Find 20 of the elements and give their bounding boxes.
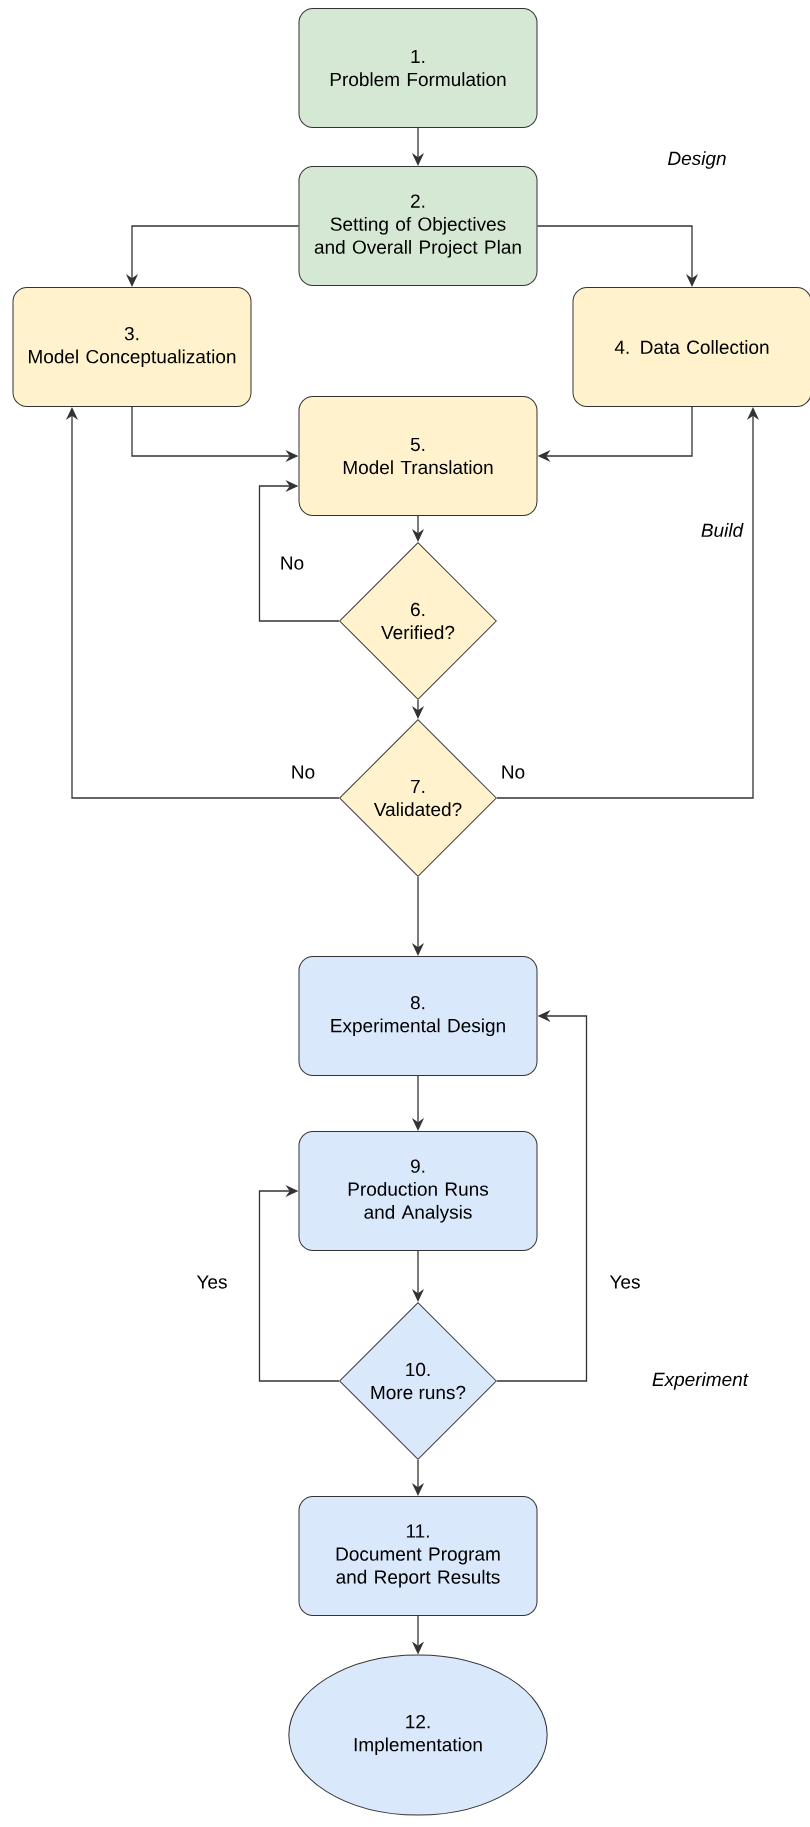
edge-label: No — [498, 763, 528, 781]
process-box: 5. Model Translation — [298, 396, 538, 516]
arrow — [65, 407, 340, 799]
edge-label: Yes — [607, 1273, 643, 1291]
arrow — [536, 225, 699, 287]
edge-label: No — [277, 554, 307, 572]
process-box: 2. Setting of Objectives and Overall Project Plan — [298, 166, 538, 286]
process-box: 1. Problem Formulation — [298, 8, 538, 128]
arrow — [258, 1184, 340, 1382]
process-box: 8. Experimental Design — [298, 956, 538, 1076]
process-box: 3. Model Conceptualization — [12, 287, 252, 407]
edge-label: No — [288, 763, 318, 781]
arrow — [258, 479, 340, 622]
process-box: 9. Production Runs and Analysis — [298, 1131, 538, 1251]
section-label: Experiment — [652, 1372, 749, 1390]
section-label: Build — [701, 523, 744, 537]
process-box: 4. Data Collection — [572, 287, 810, 407]
section-label: Design — [668, 151, 726, 169]
process-box: 11. Document Program and Report Results — [298, 1496, 538, 1616]
edge-label: Yes — [194, 1273, 230, 1291]
